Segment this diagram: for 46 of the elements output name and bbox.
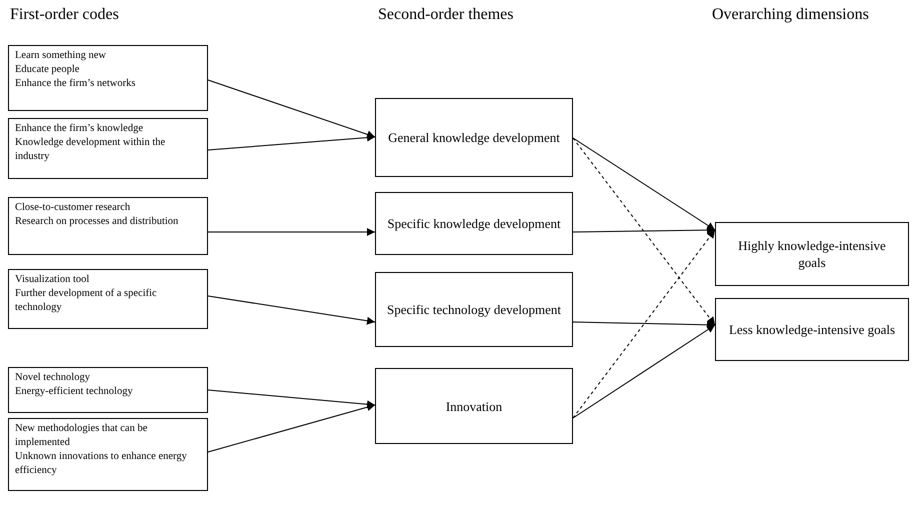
node-text: Specific technology development (386, 301, 561, 318)
column-heading: Overarching dimensions (712, 6, 869, 24)
dimension-box (715, 298, 909, 361)
theme-box (375, 368, 573, 444)
arrow (208, 403, 376, 452)
node-text: Energy-efficient technology (15, 385, 134, 399)
arrow (208, 390, 376, 408)
node-text: Specific knowledge development (387, 215, 561, 232)
arrow (572, 138, 716, 230)
node-text: Enhance the firm’s networks (15, 77, 136, 91)
node-text: Visualization tool (15, 273, 90, 287)
node-text: New methodologies that can be implemented (15, 422, 148, 450)
code-box (8, 197, 208, 255)
theme-box (375, 192, 573, 255)
arrow (572, 320, 716, 329)
node-text: Enhance the firm’s knowledge (15, 122, 144, 136)
arrow (572, 226, 716, 234)
arrow (208, 134, 376, 150)
node-text: General knowledge development (388, 129, 560, 146)
dashed-arrow (572, 230, 716, 418)
node-text: Unknown innovations to enhance energy efficiency (15, 450, 188, 478)
column-heading: Second-order themes (378, 6, 514, 24)
node-text: Innovation (446, 398, 502, 414)
node-text: Less knowledge-intensive goals (728, 321, 896, 338)
theme-box (375, 272, 573, 347)
node-text: Further development of a specific technology (15, 287, 158, 315)
node-text: Close-to-customer research (15, 201, 132, 215)
arrow (208, 80, 376, 138)
theme-box (375, 98, 573, 177)
code-box (8, 45, 208, 111)
node-text: Highly knowledge-intensive goals (737, 237, 887, 271)
dimension-box (715, 222, 909, 286)
node-text: Learn something new (15, 49, 107, 63)
code-box (8, 269, 208, 329)
code-box (8, 118, 208, 179)
code-box (8, 418, 208, 491)
node-text: Knowledge development within the industry (15, 136, 166, 164)
arrow (208, 296, 376, 325)
dashed-arrow (572, 138, 716, 326)
node-text: Educate people (15, 63, 80, 77)
node-text: Research on processes and distribution (15, 215, 180, 229)
node-text: Novel technology (15, 371, 91, 385)
code-box (8, 367, 208, 413)
arrow (208, 228, 376, 236)
arrow (572, 324, 716, 418)
column-heading: First-order codes (10, 6, 119, 24)
